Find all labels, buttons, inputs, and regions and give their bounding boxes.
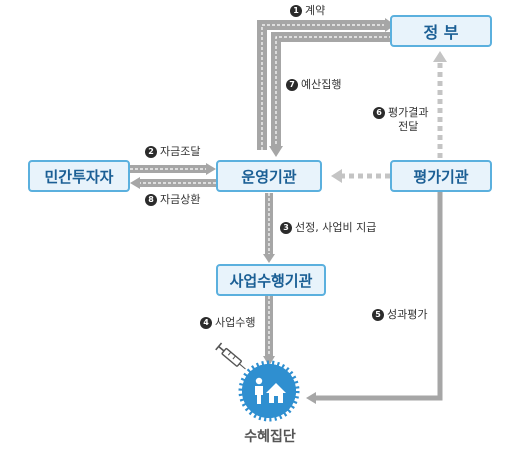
- arrow-fundraising: [130, 163, 216, 175]
- arrow-performance-evaluation: [306, 192, 443, 404]
- arrow-budget: [269, 32, 392, 157]
- step-label-3: 3 선정, 사업비 지급: [280, 221, 376, 235]
- recipient-group-icon: [238, 360, 300, 422]
- step-number: 5: [372, 309, 384, 321]
- step-text-line-1: 평가결과: [388, 106, 429, 119]
- step-label-5: 5 성과평가: [372, 308, 427, 322]
- step-text-line-2: 전달: [398, 120, 419, 133]
- step-text: 사업수행: [215, 316, 256, 329]
- step-label-1: 1 계약: [290, 4, 325, 18]
- step-text: 예산집행: [301, 78, 342, 91]
- step-label-8: 8 자금상환: [145, 193, 200, 207]
- node-operator: 운영기관: [216, 160, 322, 192]
- step-text: 자금상환: [160, 193, 201, 206]
- arrow-result-delivery: [433, 51, 447, 158]
- step-text: 평가결과 전달: [388, 106, 428, 134]
- step-number: 1: [290, 5, 302, 17]
- step-number: 6: [373, 107, 385, 119]
- step-number: 3: [280, 222, 292, 234]
- step-text: 선정, 사업비 지급: [295, 221, 377, 234]
- step-label-6: 6 평가결과 전달: [373, 106, 428, 134]
- arrow-repayment: [130, 177, 216, 189]
- step-text: 계약: [305, 4, 326, 17]
- step-label-4: 4 사업수행: [200, 316, 255, 330]
- step-number: 2: [145, 146, 157, 158]
- node-executor: 사업수행기관: [216, 264, 326, 296]
- arrow-selection-funding: [263, 193, 275, 263]
- node-government: 정 부: [390, 15, 492, 47]
- arrow-evaluator-to-operator: [331, 169, 390, 183]
- step-label-2: 2 자금조달: [145, 145, 200, 159]
- step-number: 8: [145, 194, 157, 206]
- node-investor: 민간투자자: [28, 160, 130, 192]
- arrow-project-execution: [263, 296, 275, 366]
- syringe-icon: [215, 342, 246, 370]
- node-recipients-label: 수혜집단: [244, 429, 296, 445]
- step-text: 성과평가: [387, 308, 428, 321]
- step-number: 7: [286, 79, 298, 91]
- step-text: 자금조달: [160, 145, 201, 158]
- step-number: 4: [200, 317, 212, 329]
- step-label-7: 7 예산집행: [286, 78, 341, 92]
- node-evaluator: 평가기관: [390, 160, 492, 192]
